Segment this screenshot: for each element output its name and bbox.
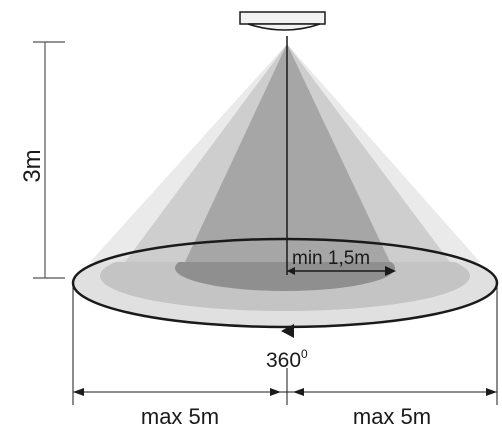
range-dimension	[72, 287, 498, 405]
rotation-arrow-icon	[281, 324, 294, 338]
angle-label: 3600	[266, 347, 308, 372]
height-dimension	[33, 41, 65, 279]
left-range-label: max 5m	[141, 404, 219, 429]
min-radius-label: min 1,5m	[292, 248, 370, 269]
height-label: 3m	[19, 149, 46, 182]
min-radius-arrow	[287, 266, 396, 276]
floor-outline	[71, 237, 499, 329]
motion-sensor-icon	[239, 11, 326, 31]
right-range-label: max 5m	[353, 404, 431, 429]
